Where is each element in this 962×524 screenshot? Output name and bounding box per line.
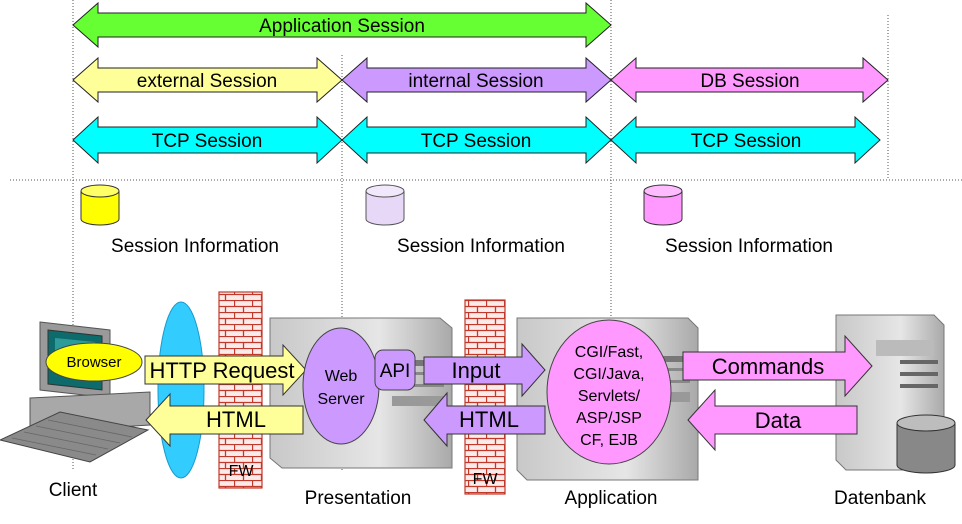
html-label-1: HTML [206, 407, 266, 432]
database-drum-icon [896, 414, 956, 474]
internal-session-arrow: internal Session [341, 56, 612, 104]
firewall-1: FW [218, 291, 263, 489]
web-server-label-line2: Server [317, 391, 365, 408]
tier-presentation-label: Presentation [305, 488, 412, 509]
app-line-1: CGI/Fast, [575, 344, 643, 361]
commands-arrow: Commands [682, 334, 873, 398]
internal-session-label: internal Session [408, 71, 543, 92]
browser-label: Browser [66, 354, 121, 371]
input-label: Input [452, 358, 501, 383]
commands-label: Commands [712, 354, 824, 379]
html-response-arrow-1: HTML [145, 392, 304, 448]
data-label: Data [755, 408, 802, 433]
application-engine-node: CGI/Fast, CGI/Java, Servlets/ ASP/JSP CF… [546, 319, 672, 465]
presentation-session-store-icon [365, 184, 405, 226]
application-session-arrow: Application Session [72, 1, 612, 49]
presentation-session-info-label: Session Information [397, 236, 565, 257]
firewall-2-label: FW [473, 471, 499, 488]
http-request-arrow: HTTP Request [144, 343, 307, 397]
tier-application-label: Application [565, 488, 658, 509]
app-line-2: CGI/Java, [573, 366, 644, 383]
tcp-session-label-2: TCP Session [421, 131, 532, 152]
app-line-3: Servlets/ [578, 388, 641, 405]
db-session-arrow: DB Session [610, 56, 889, 104]
external-session-label: external Session [137, 71, 277, 92]
http-request-label: HTTP Request [149, 358, 294, 383]
firewall-1-label: FW [229, 463, 255, 480]
external-session-arrow: external Session [72, 56, 343, 104]
api-label: API [380, 361, 411, 382]
api-node: API [374, 349, 416, 391]
tcp-session-arrow-1: TCP Session [72, 115, 343, 165]
application-session-label: Application Session [259, 16, 425, 37]
firewall-2: FW [464, 299, 506, 495]
client-computer-icon [0, 321, 151, 463]
tcp-session-arrow-3: TCP Session [610, 115, 881, 165]
tcp-session-label-3: TCP Session [691, 131, 802, 152]
web-server-label-line1: Web [325, 368, 358, 385]
html-response-arrow-2: HTML [423, 391, 546, 448]
tcp-session-label-1: TCP Session [152, 131, 263, 152]
db-session-label: DB Session [700, 71, 799, 92]
tier-database-label: Datenbank [834, 488, 926, 509]
application-session-info-label: Session Information [665, 236, 833, 257]
ssl-lens-icon [157, 301, 205, 479]
tier-client-label: Client [49, 480, 98, 501]
input-arrow: Input [423, 342, 546, 398]
app-line-5: CF, EJB [580, 432, 638, 449]
application-session-store-icon [643, 184, 683, 226]
browser-node: Browser [45, 342, 143, 382]
web-server-node: Web Server [302, 327, 380, 445]
tcp-session-arrow-2: TCP Session [341, 115, 612, 165]
client-session-store-icon [80, 184, 120, 226]
client-session-info-label: Session Information [111, 236, 279, 257]
app-line-4: ASP/JSP [576, 410, 642, 427]
data-arrow: Data [687, 388, 858, 452]
html-label-2: HTML [459, 407, 519, 432]
